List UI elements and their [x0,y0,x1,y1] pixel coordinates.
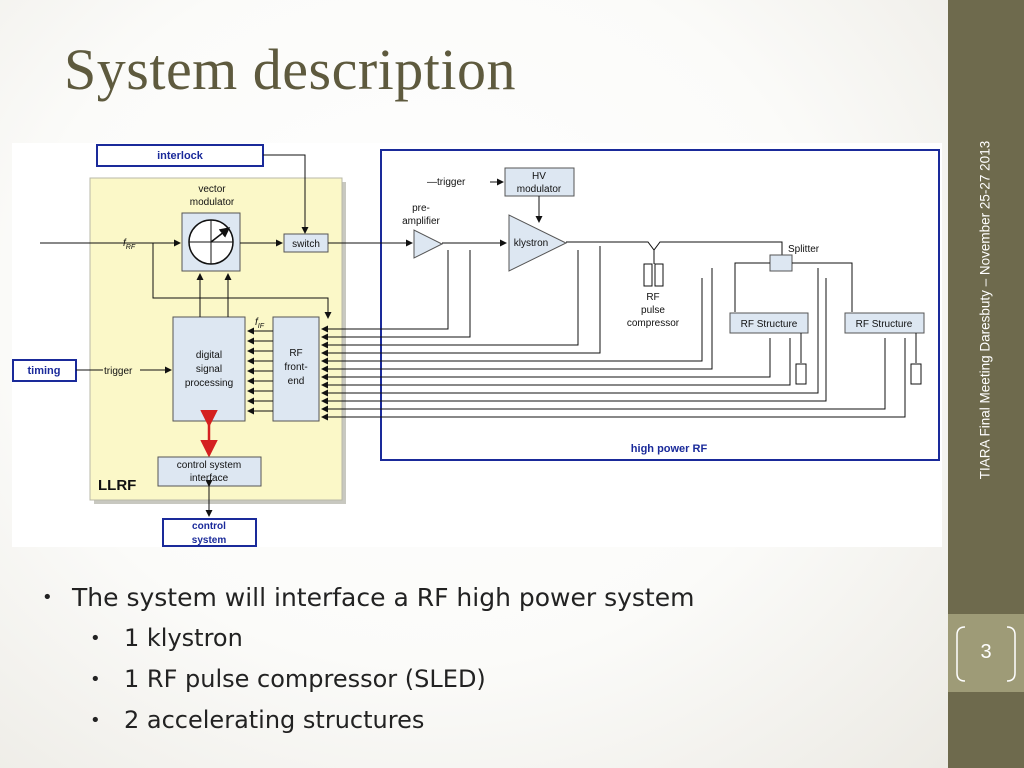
vector-modulator-label-1: vector [198,184,226,195]
compressor-label-3: compressor [627,318,680,329]
bullet-dot-icon: • [90,710,101,731]
bullet-dot-icon: • [90,669,101,690]
preamp-triangle [413,229,444,259]
splitter-to-structure-1 [734,262,770,312]
waveguide-main [566,241,783,255]
fif-label: fIF [255,317,265,330]
system-diagram: LLRF high power RF interlock vector modu… [12,143,942,547]
bullet-dot-icon: • [90,628,101,649]
splitter-to-structure-2 [792,262,853,312]
compressor-label-2: pulse [641,305,665,316]
dsp-label-3: processing [185,378,233,389]
dsp-box [172,316,246,422]
interlock-label: interlock [157,150,204,162]
bullet-list: • The system will interface a RF high po… [40,578,694,741]
rf-frontend-label-3: end [288,376,305,387]
rf-frontend-label-1: RF [289,348,302,359]
llrf-label: LLRF [98,477,136,494]
high-power-rf-label: high power RF [631,443,708,455]
rf-structure-2-label: RF Structure [856,319,913,330]
frf-to-frontend-line [152,243,332,319]
bullet-sub-1-text: 1 klystron [124,624,243,652]
interlock-line [263,154,309,234]
control-system-box [162,518,257,547]
frf-label: fRF [123,238,136,251]
klystron-triangle [508,214,568,272]
rf-structure-1-box [729,312,809,334]
hv-modulator-box [504,167,575,197]
bullet-sub-2-text: 1 RF pulse compressor (SLED) [124,665,486,693]
klystron-label: klystron [514,238,548,249]
preamp-label-2: amplifier [402,216,440,227]
footer-text: TIARA Final Meeting Daresbuty – November… [977,140,993,480]
rf-structure-2-box [844,312,925,334]
bullet-sub-3-text: 2 accelerating structures [124,706,425,734]
rf-structure-1-label: RF Structure [741,319,798,330]
page-number-bracket-icon [956,626,1016,682]
splitter-label: Splitter [788,244,820,255]
bullet-dot-icon: • [42,587,53,608]
vector-modulator-label-2: modulator [190,197,235,208]
trigger-label: trigger [104,366,133,377]
bullet-sub-3: • 2 accelerating structures [40,700,694,741]
control-system-label-2: system [192,535,227,546]
bullet-sub-1: • 1 klystron [40,618,694,659]
splitter-box [769,254,793,272]
structure-1-load-icon [795,363,807,385]
rf-frontend-label-2: front- [284,362,307,373]
hv-trigger-label: —trigger [427,177,466,188]
hv-modulator-label-2: modulator [517,184,562,195]
bullet-main: • The system will interface a RF high po… [40,578,694,618]
structure-2-load-icon [910,363,922,385]
bullet-sub-2: • 1 RF pulse compressor (SLED) [40,659,694,700]
high-power-rf-frame [380,149,940,461]
slide-title: System description [64,37,517,102]
compressor-label-1: RF [646,292,659,303]
timing-label: timing [28,365,61,377]
bullet-main-text: The system will interface a RF high powe… [72,583,695,612]
preamp-label-1: pre- [412,203,430,214]
control-system-label-1: control [192,521,226,532]
pickup-return-lines [321,246,906,421]
dsp-label-2: signal [196,364,222,375]
page-number: 3 [980,641,992,663]
rf-frontend-box [272,316,320,422]
hv-modulator-label-1: HV [532,171,546,182]
csi-label-2: interface [190,473,229,484]
switch-label: switch [292,239,320,250]
csi-label-1: control system [177,460,241,471]
dsp-label-1: digital [196,350,222,361]
pulse-compressor-icon [643,263,664,287]
vector-modulator-icon [188,219,234,265]
if-bus [247,327,273,415]
